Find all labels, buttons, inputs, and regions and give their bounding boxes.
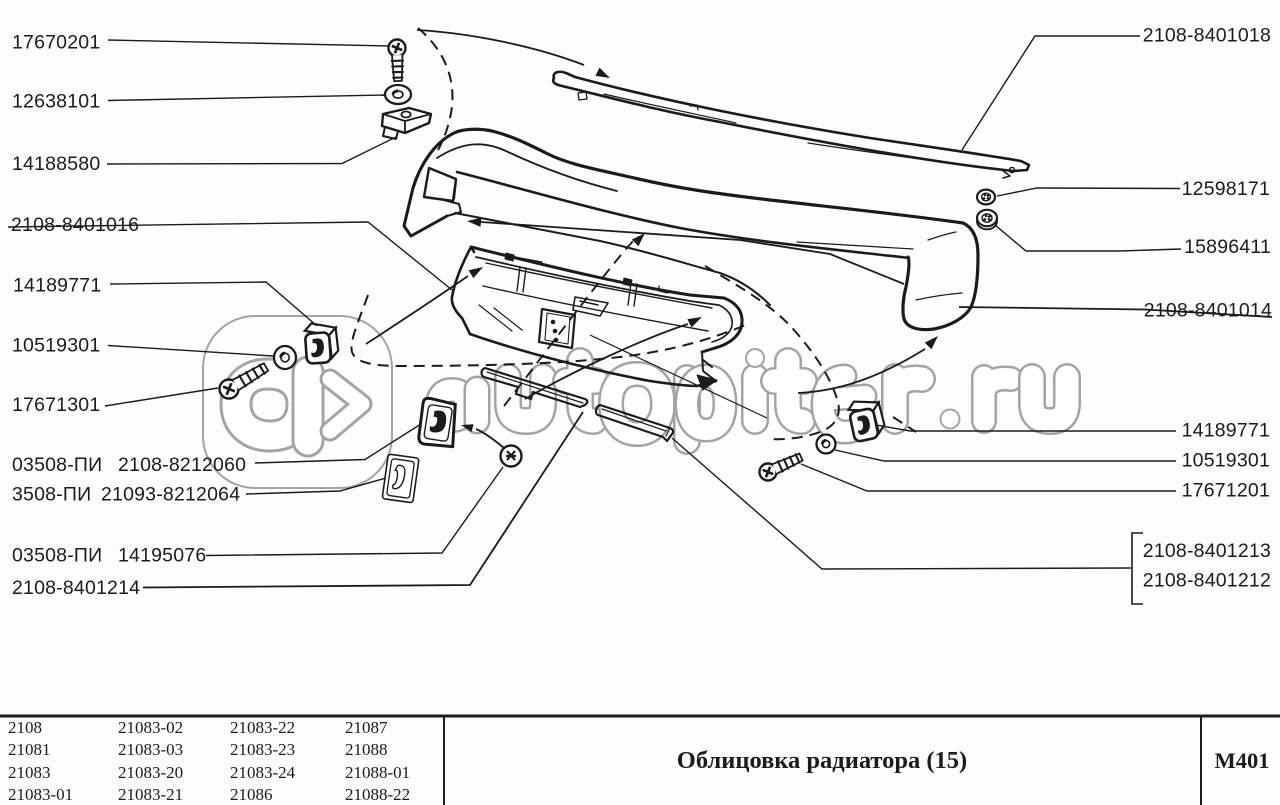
svg-text:21083-23: 21083-23 bbox=[230, 740, 295, 759]
svg-text:17671301: 17671301 bbox=[12, 394, 100, 416]
svg-text:21083-02: 21083-02 bbox=[118, 718, 183, 737]
svg-text:2108-8401214: 2108-8401214 bbox=[12, 577, 140, 599]
svg-text:2108: 2108 bbox=[8, 718, 42, 737]
svg-text:21087: 21087 bbox=[345, 718, 388, 737]
svg-text:2108-8212060: 2108-8212060 bbox=[118, 454, 246, 476]
svg-text:21083-20: 21083-20 bbox=[118, 763, 183, 782]
svg-text:21093-8212064: 21093-8212064 bbox=[101, 484, 240, 506]
svg-text:2108-8401014: 2108-8401014 bbox=[1144, 300, 1272, 322]
svg-text:12638101: 12638101 bbox=[12, 91, 100, 113]
svg-text:3508-ПИ: 3508-ПИ bbox=[12, 484, 91, 506]
svg-text:21086: 21086 bbox=[230, 785, 273, 804]
svg-text:2108-8401212: 2108-8401212 bbox=[1143, 570, 1271, 592]
svg-text:14188580: 14188580 bbox=[12, 153, 100, 175]
svg-text:03508-ПИ: 03508-ПИ bbox=[12, 454, 102, 476]
svg-text:14189771: 14189771 bbox=[13, 275, 101, 297]
svg-text:21088-22: 21088-22 bbox=[345, 785, 410, 804]
svg-text:21083-03: 21083-03 bbox=[118, 740, 183, 759]
svg-text:2108-8401016: 2108-8401016 bbox=[11, 214, 139, 236]
svg-text:Облицовка радиатора (15): Облицовка радиатора (15) bbox=[677, 747, 967, 774]
svg-text:21083-24: 21083-24 bbox=[230, 763, 296, 782]
svg-text:21083-01: 21083-01 bbox=[8, 785, 73, 804]
svg-text:21083-21: 21083-21 bbox=[118, 785, 183, 804]
svg-text:14195076: 14195076 bbox=[118, 545, 206, 567]
svg-text:12598171: 12598171 bbox=[1182, 178, 1270, 200]
svg-text:21081: 21081 bbox=[8, 740, 51, 759]
svg-text:17671201: 17671201 bbox=[1182, 480, 1270, 502]
svg-text:14189771: 14189771 bbox=[1182, 420, 1270, 442]
svg-text:15896411: 15896411 bbox=[1184, 236, 1271, 258]
svg-text:2108-8401018: 2108-8401018 bbox=[1143, 25, 1271, 47]
svg-text:21088-01: 21088-01 bbox=[345, 763, 410, 782]
svg-text:2108-8401213: 2108-8401213 bbox=[1143, 540, 1271, 562]
svg-text:21083: 21083 bbox=[8, 763, 51, 782]
svg-text:10519301: 10519301 bbox=[12, 335, 100, 357]
svg-text:21088: 21088 bbox=[345, 740, 388, 759]
svg-text:17670201: 17670201 bbox=[12, 32, 100, 54]
svg-text:М401: М401 bbox=[1215, 748, 1270, 773]
svg-text:03508-ПИ: 03508-ПИ bbox=[12, 545, 102, 567]
svg-text:10519301: 10519301 bbox=[1182, 450, 1270, 472]
svg-text:21083-22: 21083-22 bbox=[230, 718, 295, 737]
